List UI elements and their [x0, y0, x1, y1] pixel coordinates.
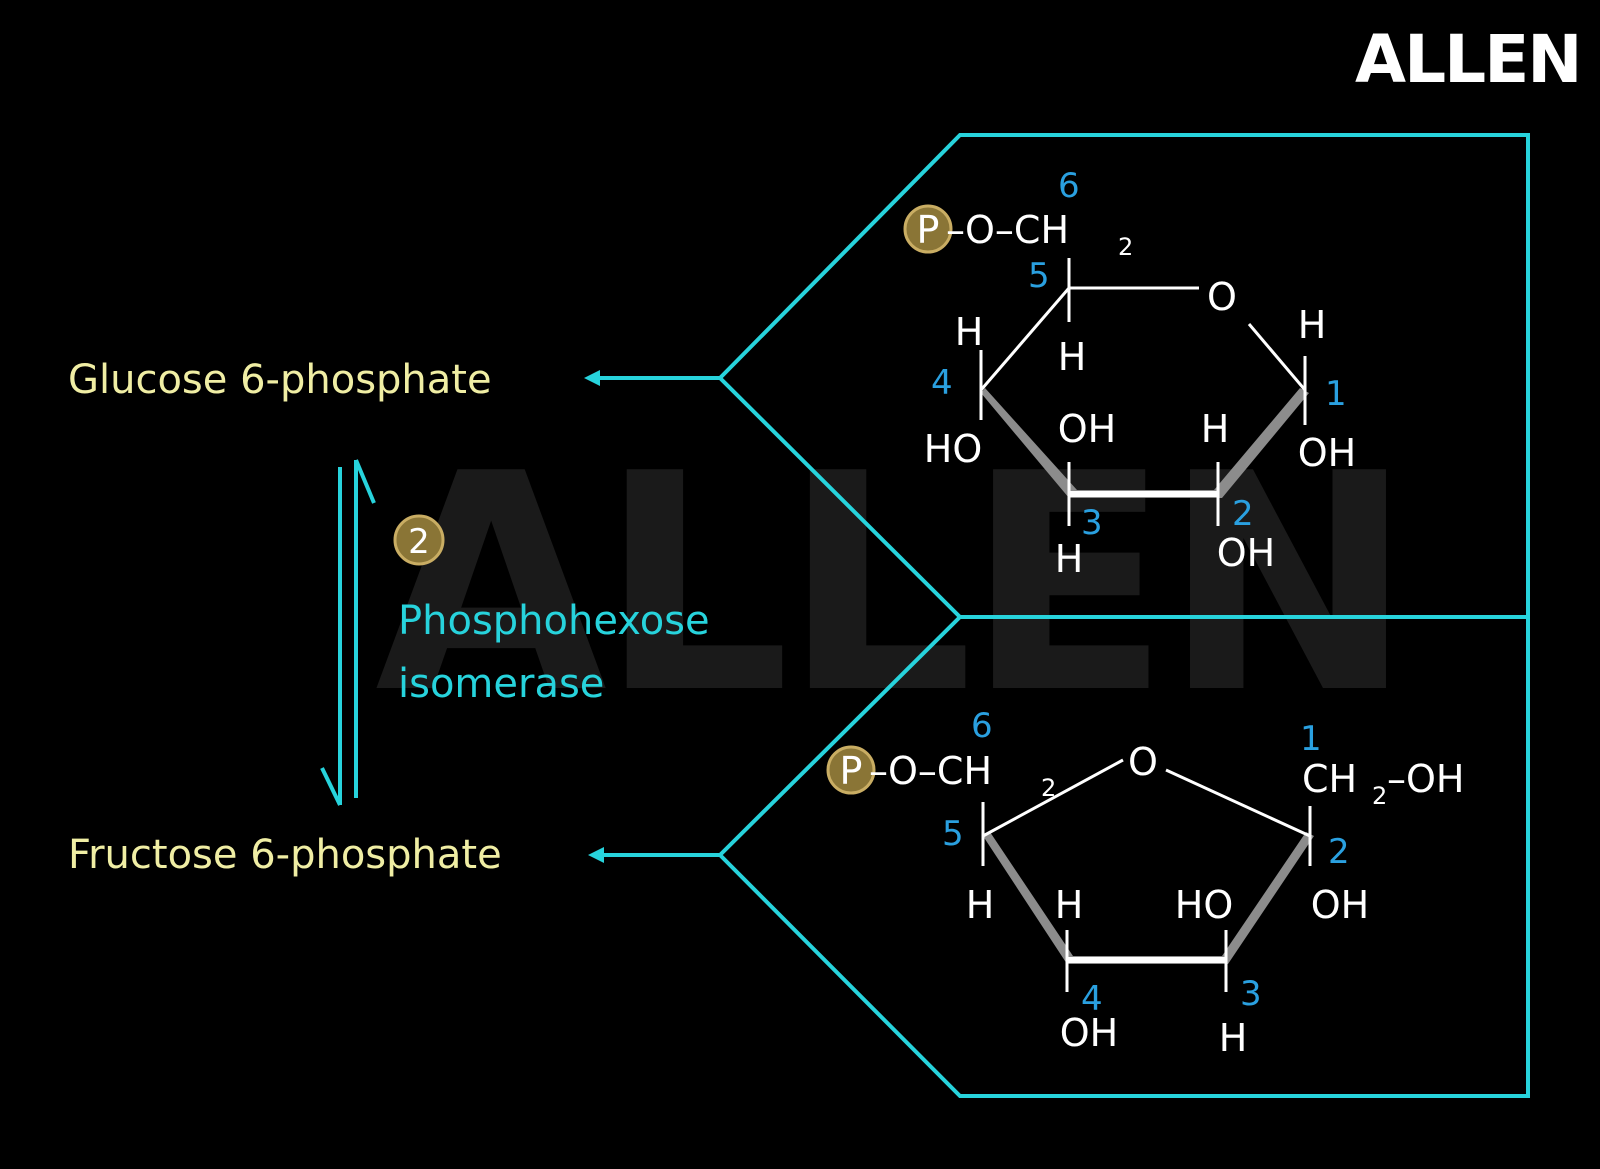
fructose-c3-ho: HO [1175, 883, 1233, 927]
fructose-c1-ch2: CH [1302, 757, 1357, 801]
fructose-c2-number: 2 [1328, 832, 1350, 872]
fructose-ring-oxygen: O [1128, 740, 1158, 784]
fructose-c4-h: H [1055, 883, 1084, 927]
fructose-c4-number: 4 [1081, 979, 1103, 1019]
fructose-6-phosphate-label: Fructose 6-phosphate [68, 832, 502, 878]
fructose-c3-number: 3 [1240, 974, 1262, 1014]
fructose-phosphate-badge [826, 745, 876, 795]
glucose-c3-oh: OH [1058, 407, 1116, 451]
fructose-6-phosphate-structure: P –O–CH 2 O CH 2 –OH 6 1 5 2 4 3 H H HO … [826, 706, 1464, 1060]
glucose-c2-number: 2 [1232, 494, 1254, 534]
glucose-phosphate-badge [903, 204, 953, 254]
glucose-6-phosphate-label: Glucose 6-phosphate [68, 357, 492, 403]
fructose-phosphate-symbol: P [840, 749, 863, 793]
glucose-c6-linker: –O–CH [946, 208, 1069, 252]
glucose-c2-h: H [1201, 407, 1230, 451]
glucose-c6-number: 6 [1058, 166, 1080, 206]
fructose-c1-number: 1 [1300, 719, 1322, 759]
fructose-c3-h: H [1219, 1016, 1248, 1060]
glucose-c4-number: 4 [931, 363, 953, 403]
glucose-c1-oh: OH [1298, 431, 1356, 475]
enzyme-name-line2: isomerase [398, 661, 604, 707]
glucose-c6-subscript: 2 [1118, 233, 1133, 261]
fructose-c5-number: 5 [942, 814, 964, 854]
callout-frames [718, 133, 1530, 1098]
glucose-substituent-bonds [979, 258, 1307, 526]
glucose-callout-frame [718, 133, 1530, 619]
glucose-6-phosphate-structure: P –O–CH 2 O 6 5 4 1 3 2 H H HO H OH OH H… [903, 166, 1356, 581]
fructose-substituent-bonds [981, 802, 1312, 992]
glucose-c3-h: H [1055, 537, 1084, 581]
label-pointers [584, 370, 720, 863]
brand-logo: ALLEN [1355, 21, 1581, 98]
step-badge: 2 [393, 514, 445, 566]
forward-arrow-barb [320, 767, 342, 806]
fructose-c5-h: H [966, 883, 995, 927]
glucose-c4-ho: HO [924, 427, 982, 471]
glucose-c2-oh: OH [1217, 531, 1275, 575]
glucose-c5-number: 5 [1028, 256, 1050, 296]
glucose-pointer-arrowhead [584, 370, 600, 386]
fructose-c6-linker: –O–CH [869, 749, 992, 793]
glucose-c1-h: H [1298, 303, 1327, 347]
glucose-c3-number: 3 [1081, 503, 1103, 543]
fructose-c4-oh: OH [1060, 1011, 1118, 1055]
glucose-c1-number: 1 [1325, 374, 1347, 414]
glucose-ring-oxygen: O [1207, 275, 1237, 319]
reversible-arrow [320, 459, 376, 806]
fructose-c1-oh: –OH [1387, 757, 1464, 801]
fructose-pointer-arrowhead [588, 847, 604, 863]
enzyme-name-line1: Phosphohexose [398, 598, 710, 644]
fructose-c2-oh: OH [1311, 883, 1369, 927]
glucose-c5-h: H [1058, 335, 1087, 379]
fructose-c6-number: 6 [971, 706, 993, 746]
fructose-ring-bonds [982, 758, 1311, 838]
glucose-ring-bonds [979, 286, 1307, 391]
fructose-c1-subscript: 2 [1372, 782, 1387, 810]
reverse-arrow-barb [354, 459, 376, 504]
glucose-c4-h: H [955, 310, 984, 354]
step-number: 2 [408, 522, 430, 562]
fructose-callout-frame [718, 615, 1530, 1098]
glucose-phosphate-symbol: P [917, 208, 940, 252]
fructose-c6-subscript: 2 [1041, 774, 1056, 802]
